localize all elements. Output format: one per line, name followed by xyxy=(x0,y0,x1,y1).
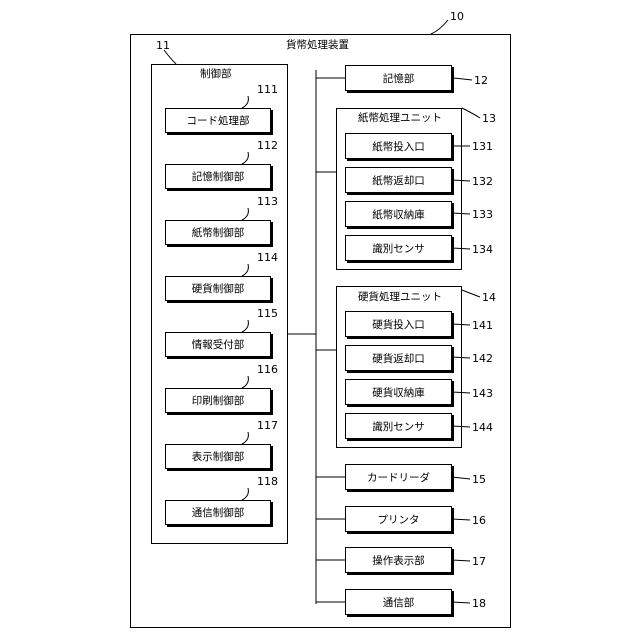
bill-unit-item-storage: 紙幣収納庫 xyxy=(345,201,452,227)
coin-unit-item-sensor: 識別センサ xyxy=(345,413,452,439)
bill-unit-item-ref: 134 xyxy=(472,244,493,255)
storage-box: 記憶部 xyxy=(345,65,452,91)
control-item-ref: 113 xyxy=(257,196,278,207)
leader-device xyxy=(431,20,448,34)
bill-unit-ref: 13 xyxy=(482,113,496,124)
control-item-communication-control: 通信制御部 xyxy=(165,500,271,525)
coin-unit-item-ref: 143 xyxy=(472,388,493,399)
card-reader-ref: 15 xyxy=(472,474,486,485)
bill-unit-title: 紙幣処理ユニット xyxy=(358,113,442,124)
control-ref: 11 xyxy=(156,40,170,51)
control-item-ref: 114 xyxy=(257,252,278,263)
coin-unit-item-slot: 硬貨投入口 xyxy=(345,311,452,337)
control-item-info-reception: 情報受付部 xyxy=(165,332,271,357)
storage-ref: 12 xyxy=(474,75,488,86)
control-item-ref: 118 xyxy=(257,476,278,487)
bill-unit-item-ref: 133 xyxy=(472,209,493,220)
communication-box: 通信部 xyxy=(345,589,452,615)
printer-ref: 16 xyxy=(472,515,486,526)
control-item-display-control: 表示制御部 xyxy=(165,444,271,469)
coin-unit-ref: 14 xyxy=(482,292,496,303)
bill-unit-item-sensor: 識別センサ xyxy=(345,235,452,261)
coin-unit-item-return: 硬貨返却口 xyxy=(345,345,452,371)
control-item-storage-control: 記憶制御部 xyxy=(165,164,271,189)
control-item-ref: 112 xyxy=(257,140,278,151)
operation-display-box: 操作表示部 xyxy=(345,547,452,573)
printer-box: プリンタ xyxy=(345,506,452,532)
coin-unit-item-ref: 144 xyxy=(472,422,493,433)
control-item-bill-control: 紙幣制御部 xyxy=(165,220,271,245)
bill-unit-item-ref: 131 xyxy=(472,141,493,152)
control-item-ref: 115 xyxy=(257,308,278,319)
coin-unit-item-storage: 硬貨収納庫 xyxy=(345,379,452,405)
coin-unit-title: 硬貨処理ユニット xyxy=(358,292,442,303)
control-item-code-processing: コード処理部 xyxy=(165,108,271,133)
control-item-ref: 111 xyxy=(257,84,278,95)
device-title: 貨幣処理装置 xyxy=(286,40,349,51)
communication-ref: 18 xyxy=(472,598,486,609)
coin-unit-item-ref: 141 xyxy=(472,320,493,331)
control-title: 制御部 xyxy=(200,69,232,80)
control-item-print-control: 印刷制御部 xyxy=(165,388,271,413)
control-item-ref: 116 xyxy=(257,364,278,375)
bill-unit-item-slot: 紙幣投入口 xyxy=(345,133,452,159)
operation-display-ref: 17 xyxy=(472,556,486,567)
coin-unit-item-ref: 142 xyxy=(472,353,493,364)
card-reader-box: カードリーダ xyxy=(345,464,452,490)
bill-unit-item-ref: 132 xyxy=(472,176,493,187)
control-item-coin-control: 硬貨制御部 xyxy=(165,276,271,301)
bill-unit-item-return: 紙幣返却口 xyxy=(345,167,452,193)
control-item-ref: 117 xyxy=(257,420,278,431)
device-ref: 10 xyxy=(450,11,464,22)
control-frame xyxy=(151,64,288,544)
